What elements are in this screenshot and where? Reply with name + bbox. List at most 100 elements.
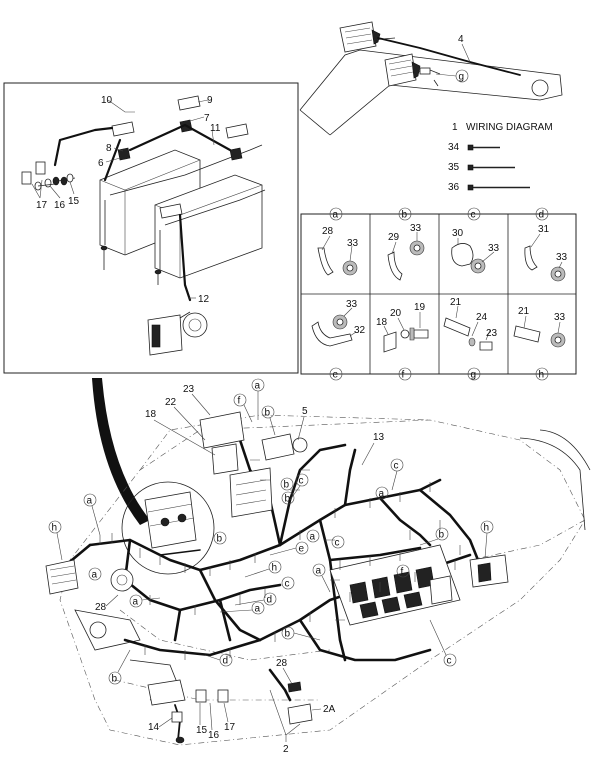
tie-35-label: 35 xyxy=(448,162,460,173)
callout-c-2: c xyxy=(390,458,404,491)
svg-text:b: b xyxy=(439,530,445,541)
cell-g-part-24: 24 xyxy=(476,312,488,323)
harness-clamps xyxy=(99,459,461,660)
label-17: 17 xyxy=(224,722,236,733)
clamp-table xyxy=(300,213,577,375)
battery-inset: 10 9 7 8 11 6 17 16 15 12 xyxy=(3,82,299,374)
inset-label-11: 11 xyxy=(210,123,221,134)
callout-c-1: c xyxy=(289,473,309,501)
callout-h-2: h xyxy=(48,520,63,561)
callout-d-2: d xyxy=(204,653,233,667)
callout-a-7: a xyxy=(219,601,265,615)
boom-assembly: 4 g xyxy=(299,21,563,136)
callout-b-2: b xyxy=(280,477,294,491)
terminal-cap-lower xyxy=(159,203,183,219)
cell-d-part-33: 33 xyxy=(556,252,568,263)
callout-b-7: b xyxy=(108,649,131,685)
callout-a-3: a xyxy=(83,493,101,536)
svg-text:f: f xyxy=(238,396,241,407)
clamp-cell-a: a 28 33 xyxy=(317,207,359,276)
inset-label-6: 6 xyxy=(98,158,104,169)
callout-f-2: f xyxy=(396,564,410,578)
terminal-cap-11 xyxy=(225,123,249,139)
callout-a-6: a xyxy=(129,594,161,608)
front-work-lamp xyxy=(45,559,79,595)
legend-item-1-number: 1 xyxy=(452,122,458,133)
callout-h-3: h xyxy=(244,560,282,578)
label-5: 5 xyxy=(302,406,308,417)
inset-label-9: 9 xyxy=(207,95,213,106)
svg-text:h: h xyxy=(272,563,278,574)
callout-a-8: a xyxy=(312,563,331,593)
cell-f-part-19: 19 xyxy=(414,302,426,313)
label-2A: 2A xyxy=(323,704,336,715)
cell-c-part-30: 30 xyxy=(452,228,464,239)
label-16: 16 xyxy=(208,730,220,741)
work-lamp-upper xyxy=(339,21,381,53)
callout-a-4: a xyxy=(88,567,102,581)
svg-text:a: a xyxy=(255,381,261,392)
svg-text:a: a xyxy=(133,597,139,608)
svg-text:d: d xyxy=(267,595,273,606)
svg-text:a: a xyxy=(87,496,93,507)
inset-label-8: 8 xyxy=(106,143,112,154)
clamp-cell-f: f 20 19 18 xyxy=(376,302,429,381)
callout-f-1: f xyxy=(233,393,253,423)
cell-a-letter: a xyxy=(333,210,339,221)
cell-a-part-33: 33 xyxy=(347,238,359,249)
cable-tie-35 xyxy=(467,164,515,171)
callout-b-5: b xyxy=(213,531,227,545)
callout-b-6: b xyxy=(281,626,321,641)
cell-e-part-32: 32 xyxy=(354,325,366,336)
cable-tie-36 xyxy=(467,184,530,191)
svg-text:b: b xyxy=(284,480,290,491)
svg-text:b: b xyxy=(112,674,118,685)
legend: 1 WIRING DIAGRAM 34 35 36 xyxy=(448,122,553,193)
svg-text:c: c xyxy=(335,538,340,549)
svg-text:c: c xyxy=(285,579,290,590)
cell-g-part-21: 21 xyxy=(450,297,462,308)
label-18: 18 xyxy=(145,409,157,420)
cell-f-letter: f xyxy=(402,370,405,381)
callout-b-4: b xyxy=(419,527,449,546)
svg-text:c: c xyxy=(447,656,452,667)
cell-f-part-20: 20 xyxy=(390,308,402,319)
label-22: 22 xyxy=(165,397,177,408)
battery-location-circle xyxy=(121,481,215,575)
callout-b-1: b xyxy=(261,405,276,436)
svg-text:f: f xyxy=(401,567,404,578)
cell-b-letter: b xyxy=(402,210,408,221)
terminal-cap-8 xyxy=(111,121,135,137)
clamp-cell-e: e 33 32 xyxy=(311,299,366,381)
cell-h-letter: h xyxy=(539,370,545,381)
label-2: 2 xyxy=(283,744,289,755)
main-callouts: a f b c b b c a h c b a h a e a h b c a … xyxy=(48,378,494,685)
callout-c-3: c xyxy=(331,535,345,549)
svg-text:a: a xyxy=(316,566,322,577)
inset-label-15: 15 xyxy=(68,196,80,207)
svg-text:a: a xyxy=(255,604,261,615)
svg-text:h: h xyxy=(484,523,490,534)
cell-d-letter: d xyxy=(539,210,545,221)
svg-text:a: a xyxy=(92,570,98,581)
cell-c-part-33: 33 xyxy=(488,243,500,254)
callout-g-boom: g xyxy=(459,72,465,83)
cell-a-part-28: 28 xyxy=(322,226,334,237)
callout-h-1: h xyxy=(480,520,494,559)
main-labels: 23 22 18 5 13 28 28 14 15 16 17 2A 2 xyxy=(95,384,385,755)
cell-h-part-33: 33 xyxy=(554,312,566,323)
callout-a-2: a xyxy=(375,486,389,500)
cable-tie-34 xyxy=(467,144,500,151)
battery-switch xyxy=(147,311,208,356)
cell-g-part-23: 23 xyxy=(486,328,498,339)
cell-d-part-31: 31 xyxy=(538,224,550,235)
callout-a-5: a xyxy=(306,529,320,543)
inset-label-16: 16 xyxy=(54,200,66,211)
svg-text:b: b xyxy=(265,408,271,419)
cell-f-part-18: 18 xyxy=(376,317,388,328)
label-28-bottom: 28 xyxy=(276,658,288,669)
clamp-cell-h: h 21 33 xyxy=(513,306,566,381)
svg-text:e: e xyxy=(299,544,305,555)
label-14: 14 xyxy=(148,722,160,733)
